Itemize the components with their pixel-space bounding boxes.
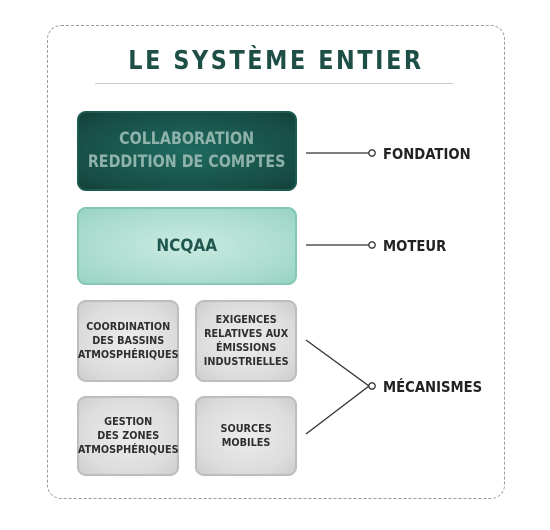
coordination-line-1: COORDINATION bbox=[85, 320, 171, 333]
gestion-line-3: ATMOSPHÉRIQUES bbox=[77, 443, 179, 456]
foundation-box-line-2: REDDITION DE COMPTES bbox=[88, 152, 286, 172]
engine-box-label: NCQAA bbox=[156, 236, 218, 256]
mechanism-box-gestion: GESTION DES ZONES ATMOSPHÉRIQUES bbox=[77, 396, 179, 476]
mechanism-box-exigences: EXIGENCES RELATIVES AUX ÉMISSIONS INDUST… bbox=[195, 300, 297, 382]
mechanism-box-coordination: COORDINATION DES BASSINS ATMOSPHÉRIQUES bbox=[77, 300, 179, 382]
foundation-box: COLLABORATION REDDITION DE COMPTES bbox=[77, 111, 297, 191]
coordination-line-3: ATMOSPHÉRIQUES bbox=[77, 348, 179, 361]
foundation-box-line-1: COLLABORATION bbox=[119, 129, 255, 149]
gestion-line-2: DES ZONES bbox=[97, 429, 159, 442]
label-mecanismes: MÉCANISMES bbox=[383, 378, 483, 396]
mechanism-box-sources: SOURCES MOBILES bbox=[195, 396, 297, 476]
coordination-line-2: DES BASSINS bbox=[91, 334, 165, 347]
exigences-line-3: ÉMISSIONS bbox=[215, 341, 277, 354]
diagram-frame bbox=[47, 25, 505, 499]
title-underline bbox=[95, 83, 453, 84]
exigences-line-2: RELATIVES AUX bbox=[203, 327, 289, 340]
engine-box: NCQAA bbox=[77, 207, 297, 285]
sources-line-2: MOBILES bbox=[221, 436, 271, 449]
exigences-line-1: EXIGENCES bbox=[215, 313, 277, 326]
label-moteur: MOTEUR bbox=[383, 237, 447, 255]
gestion-line-1: GESTION bbox=[103, 415, 153, 428]
label-fondation: FONDATION bbox=[383, 145, 471, 163]
exigences-line-4: INDUSTRIELLES bbox=[203, 355, 289, 368]
sources-line-1: SOURCES bbox=[220, 422, 272, 435]
diagram-title: LE SYSTÈME ENTIER bbox=[128, 46, 424, 76]
